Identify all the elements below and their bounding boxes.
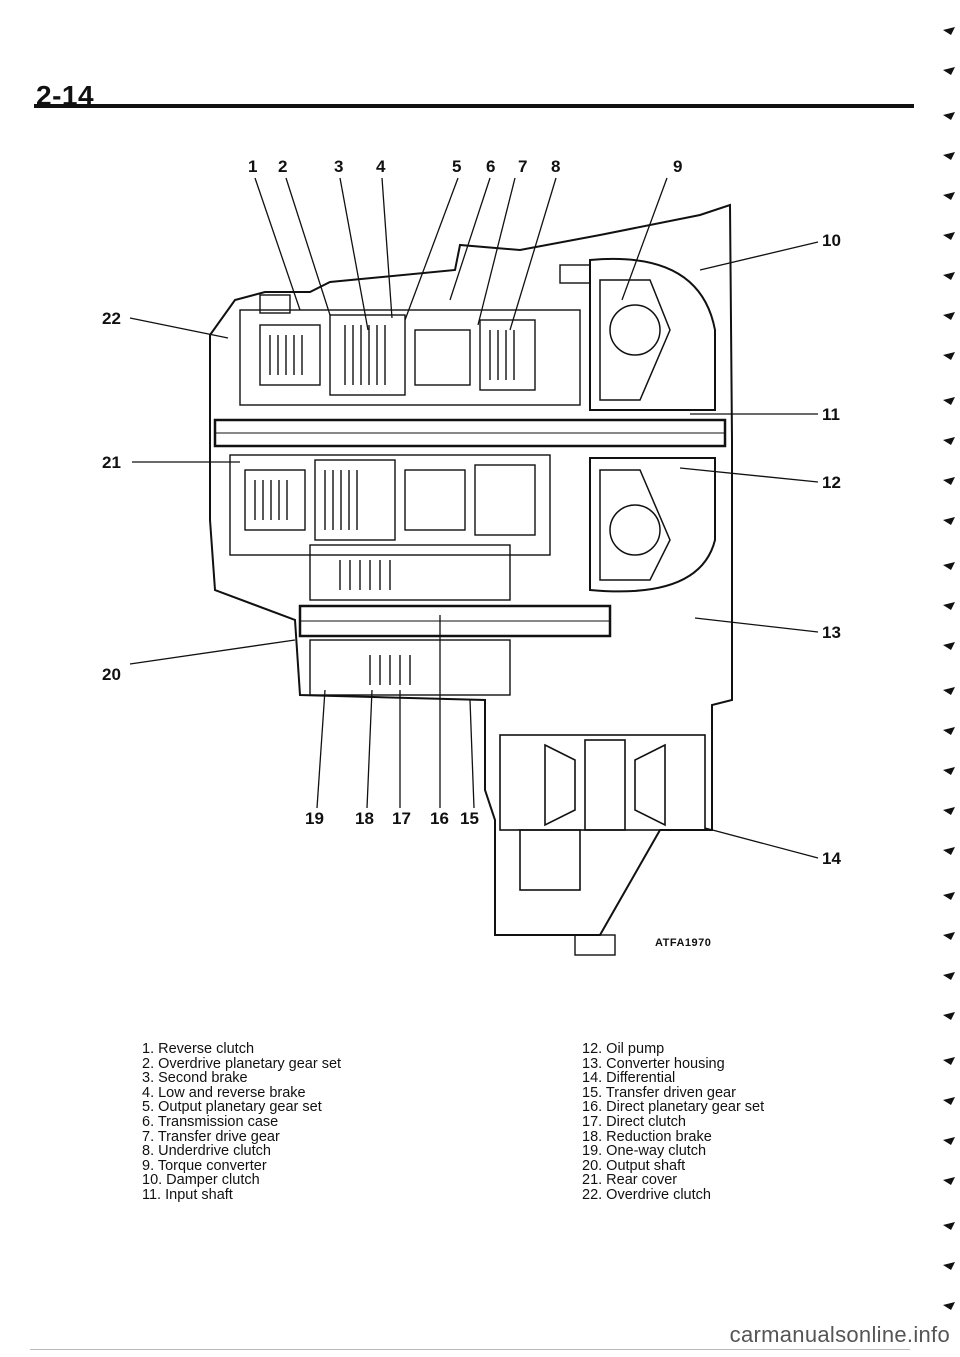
legend-item: 14. Differential (582, 1070, 676, 1087)
callout-7: 7 (518, 157, 528, 176)
callout-14: 14 (822, 849, 841, 868)
legend-item: 1. Reverse clutch (142, 1041, 255, 1057)
upper-clutch-packs (239, 309, 581, 406)
legend-item: 2. Overdrive planetary gear set (142, 1055, 342, 1072)
leader-lines (129, 177, 819, 859)
legend-item: 4. Low and reverse brake (142, 1084, 306, 1101)
callout-18: 18 (355, 809, 374, 828)
legend-item: 7. Transfer drive gear (142, 1128, 280, 1145)
callout-12: 12 (822, 473, 841, 492)
callout-20: 20 (102, 665, 121, 684)
legend-item: 21. Rear cover (582, 1172, 678, 1189)
legend-item: 8. Underdrive clutch (142, 1143, 271, 1160)
callout-16: 16 (430, 809, 449, 828)
callout-22: 22 (102, 309, 121, 328)
legend-item: 15. Transfer driven gear (582, 1084, 736, 1101)
legend-item: 19. One-way clutch (582, 1143, 707, 1160)
header-rule (34, 104, 914, 108)
legend-left: 1. Reverse clutch 2. Overdrive planetary… (142, 1042, 341, 1203)
callout-17: 17 (392, 809, 411, 828)
transfer-gear-section (309, 544, 511, 696)
callout-15: 15 (460, 809, 479, 828)
torque-converter-shape (589, 257, 716, 411)
callout-1: 1 (248, 157, 258, 176)
callout-5: 5 (452, 157, 462, 176)
callout-2: 2 (278, 157, 288, 176)
legend-item: 16. Direct planetary gear set (582, 1099, 765, 1116)
legend-right: 12. Oil pump 13. Converter housing 14. D… (582, 1042, 764, 1203)
legend-item: 13. Converter housing (582, 1055, 725, 1072)
legend-item: 20. Output shaft (582, 1157, 686, 1174)
legend-item: 5. Output planetary gear set (142, 1099, 322, 1116)
callout-21: 21 (102, 453, 121, 472)
lower-clutch-packs (229, 454, 551, 556)
legend-item: 3. Second brake (142, 1070, 248, 1087)
bottom-rule (30, 1349, 910, 1350)
legend-item: 9. Torque converter (142, 1157, 267, 1174)
legend-item: 6. Transmission case (142, 1113, 279, 1130)
legend-item: 18. Reduction brake (582, 1128, 712, 1145)
legend-item: 12. Oil pump (582, 1041, 665, 1057)
callout-10: 10 (822, 231, 841, 250)
callout-3: 3 (334, 157, 344, 176)
callout-4: 4 (376, 157, 386, 176)
transmission-case-outline (209, 203, 733, 936)
legend-item: 17. Direct clutch (582, 1113, 686, 1130)
callout-9: 9 (673, 157, 683, 176)
callout-6: 6 (486, 157, 496, 176)
callout-13: 13 (822, 623, 841, 642)
legend-item: 10. Damper clutch (142, 1172, 260, 1189)
callout-11: 11 (822, 405, 840, 424)
watermark: carmanualsonline.info (729, 1322, 950, 1347)
legend-item: 11. Input shaft (142, 1186, 233, 1203)
legend-item: 22. Overdrive clutch (582, 1186, 711, 1203)
differential-shape (499, 734, 706, 891)
figure-code: ATFA1970 (655, 937, 712, 949)
callout-19: 19 (305, 809, 324, 828)
callout-8: 8 (551, 157, 561, 176)
binding-edge-marks (943, 27, 955, 1310)
